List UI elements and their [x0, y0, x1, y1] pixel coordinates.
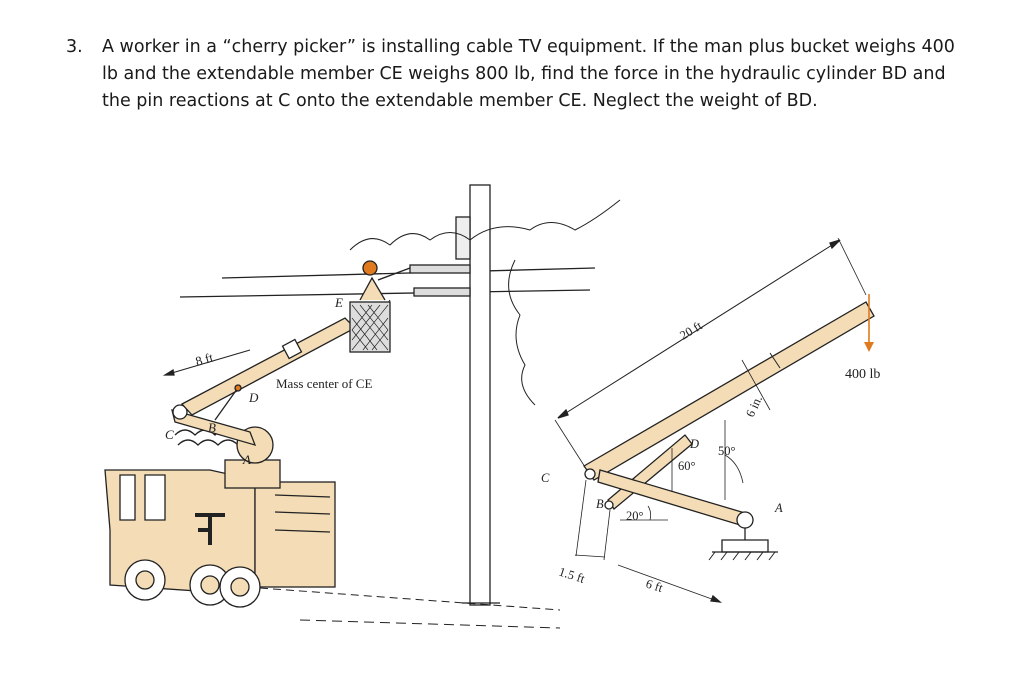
label-1-5ft: 1.5 ft [557, 565, 587, 587]
left-figure-labels: 8 ft Mass center of CE C D B A E [165, 295, 372, 467]
truck-body [104, 469, 336, 608]
label-60deg: 60° [678, 459, 696, 473]
label-6in: 6 in. [743, 393, 765, 419]
problem-line-3: the pin reactions at C onto the extendab… [102, 91, 818, 111]
label-b-right: B [596, 497, 604, 511]
problem-line-2: lb and the extendable member CE weighs 8… [102, 64, 946, 84]
boom-ce [180, 317, 357, 416]
problem-line-1: A worker in a “cherry picker” is install… [102, 37, 955, 57]
label-400lb: 400 lb [845, 367, 880, 382]
problem-number: 3. [66, 37, 83, 57]
label-6ft: 6 ft [644, 577, 665, 596]
right-figure-labels: 20 ft 400 lb 6 in. D C B A 60° 50° 20° 1… [541, 318, 880, 595]
boom-schematic [554, 237, 875, 603]
label-50deg: 50° [718, 444, 736, 458]
cherry-picker-figure: 8 ft Mass center of CE C D B A E [0, 150, 1024, 686]
label-mass-center: Mass center of CE [276, 376, 372, 391]
label-8ft-left: 8 ft [194, 349, 216, 368]
truck-illustration [104, 184, 621, 629]
label-20deg: 20° [626, 509, 644, 523]
label-c-right: C [541, 471, 550, 485]
label-a-right: A [774, 501, 783, 515]
label-d-right: D [689, 437, 699, 451]
figure-svg: 8 ft Mass center of CE C D B A E [104, 184, 880, 629]
label-b-left: B [208, 420, 216, 435]
label-e-left: E [334, 295, 343, 310]
utility-pole [469, 184, 491, 606]
label-a-left: A [242, 452, 251, 467]
label-c-left: C [165, 427, 174, 442]
label-20ft: 20 ft [677, 318, 705, 342]
label-d-left: D [248, 390, 259, 405]
